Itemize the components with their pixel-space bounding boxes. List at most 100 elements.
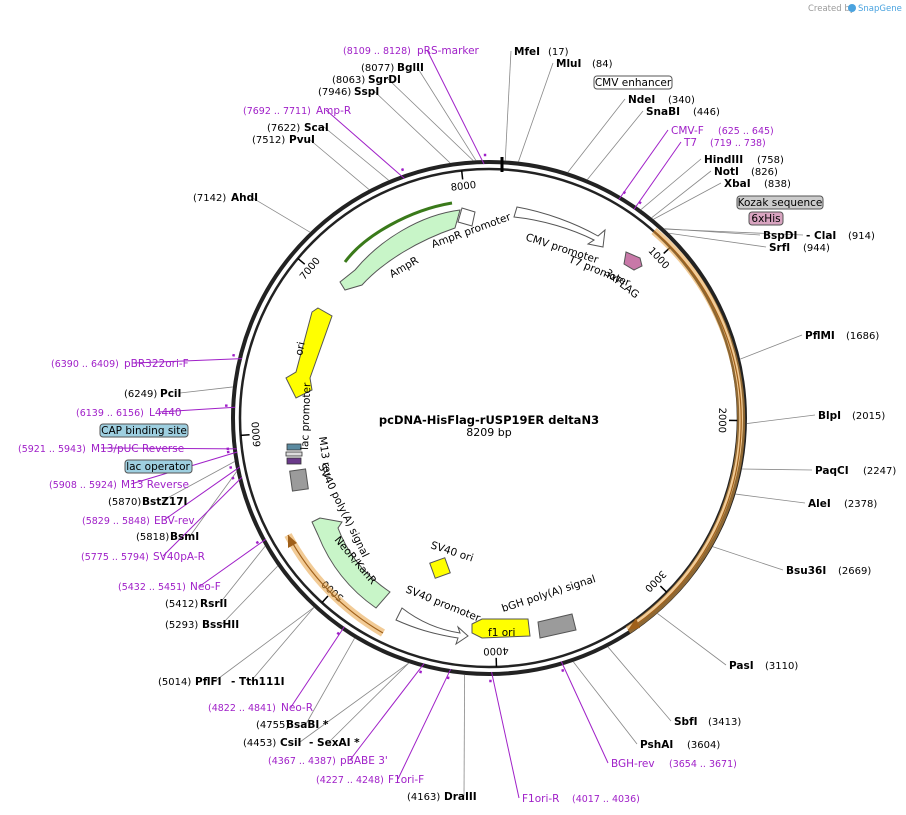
- enzyme-site-label: AhdI: [231, 192, 258, 204]
- enzyme-site-position: (7512): [252, 135, 285, 146]
- enzyme-site-label: BsaBI *: [286, 719, 329, 731]
- primer-position: (7692 .. 7711): [243, 106, 311, 117]
- enzyme-site-label: BlpI: [818, 410, 841, 422]
- label-layer: MfeI(17)MluI(84)NdeI(340)SnaBI(446)HindI…: [18, 45, 896, 805]
- flag-feature: [623, 251, 643, 271]
- primer-position: (4367 .. 4387): [268, 756, 336, 767]
- enzyme-site-label: SbfI: [674, 716, 698, 728]
- primer-mark: [622, 190, 627, 195]
- snapgene-brand: SnapGene: [858, 4, 902, 14]
- tick-label: 7000: [298, 256, 323, 283]
- enzyme-site-label: HindIII: [704, 154, 743, 166]
- enzyme-site-label: PflMI: [805, 330, 835, 342]
- primer-position: (5432 .. 5451): [118, 582, 186, 593]
- enzyme-site-position: (84): [592, 59, 613, 70]
- enzyme-site-position: (5818): [136, 532, 169, 543]
- enzyme-site-label: AleI: [808, 498, 831, 510]
- primer-label: T7: [683, 137, 697, 149]
- enzyme-site-position: (1686): [846, 331, 879, 342]
- enzyme-site-position: (8063): [332, 75, 365, 86]
- ampr-feature: [339, 201, 461, 291]
- enzyme-site-label: DraIII: [444, 791, 477, 803]
- primer-mark: [232, 353, 236, 357]
- primer-label: pBABE 3': [340, 755, 388, 767]
- primer-label: Neo-F: [190, 581, 221, 593]
- enzyme-site-position: (3604): [687, 740, 720, 751]
- enzyme-site-label: RsrII: [200, 598, 227, 610]
- tick-mark: [240, 434, 250, 437]
- enzyme-site-position: (6249): [124, 389, 157, 400]
- primer-position: (625 .. 645): [718, 126, 774, 137]
- enzyme-site-label: PflFI: [195, 676, 222, 688]
- plasmid-length: 8209 bp: [466, 426, 511, 439]
- enzyme-site-label: - ClaI: [806, 230, 836, 242]
- enzyme-site-position: (2669): [838, 566, 871, 577]
- enzyme-site-label: Bsu36I: [786, 565, 826, 577]
- enzyme-site-position: (7142): [193, 193, 226, 204]
- sv40-promoter-feature: [395, 607, 469, 646]
- svg-text:Kozak sequence: Kozak sequence: [738, 197, 823, 209]
- primer-mark: [231, 476, 235, 480]
- primer-position: (4822 .. 4841): [208, 703, 276, 714]
- tick-mark: [460, 170, 464, 180]
- primer-mark: [400, 168, 405, 172]
- enzyme-site-position: (5014): [158, 677, 191, 688]
- f1-ori-label: f1 ori: [488, 627, 515, 639]
- enzyme-site-label: NdeI: [628, 94, 655, 106]
- enzyme-site-label: MluI: [556, 58, 581, 70]
- primer-position: (719 .. 738): [710, 138, 766, 149]
- svg-text:CAP binding site: CAP binding site: [101, 425, 187, 437]
- feature-box-kozak: Kozak sequence: [736, 195, 824, 210]
- primer-mark: [336, 631, 340, 636]
- enzyme-site-position: (7622): [267, 123, 300, 134]
- primer-label: EBV-rev: [154, 515, 195, 527]
- primer-position: (6390 .. 6409): [51, 359, 119, 370]
- cmv-promoter-feature: [513, 206, 606, 248]
- m13-rev-label: M13 rev: [316, 436, 334, 480]
- feature-box-6xhis: 6xHis: [748, 211, 784, 226]
- enzyme-site-label: PshAI: [640, 739, 673, 751]
- enzyme-site-label: BssHII: [202, 619, 239, 631]
- enzyme-site-label: ScaI: [304, 122, 329, 134]
- enzyme-site-label: PasI: [729, 660, 754, 672]
- enzyme-site-label: - SexAI *: [309, 737, 360, 749]
- primer-position: (4227 .. 4248): [316, 775, 384, 786]
- bgh-label: bGH poly(A) signal: [500, 573, 597, 615]
- primer-position: (8109 .. 8128): [343, 46, 411, 57]
- enzyme-site-label: BglII: [397, 62, 424, 74]
- enzyme-site-position: (2015): [852, 411, 885, 422]
- primer-label: BGH-rev: [611, 758, 655, 770]
- enzyme-site-position: (5412): [165, 599, 198, 610]
- enzyme-site-label: PciI: [160, 388, 181, 400]
- lac-promoter-label: lac promoter: [299, 382, 313, 450]
- feature-box-lac-operator: lac operator: [124, 459, 193, 474]
- primer-position: (5908 .. 5924): [49, 480, 117, 491]
- flag-label: 3xFLAG: [602, 267, 641, 301]
- tick-label: 8000: [450, 180, 477, 194]
- primer-position: (6139 .. 6156): [76, 408, 144, 419]
- cds-arc: [284, 227, 746, 637]
- created-by-text: Created by: [808, 4, 855, 14]
- primer-label: L4440: [149, 407, 182, 419]
- enzyme-site-position: (446): [693, 107, 720, 118]
- enzyme-site-position: (2247): [863, 466, 896, 477]
- enzyme-site-label: SrfI: [769, 242, 790, 254]
- enzyme-site-position: (758): [757, 155, 784, 166]
- primer-mark: [255, 540, 260, 545]
- feature-box-cap-binding: CAP binding site: [99, 423, 189, 438]
- primer-mark: [561, 668, 565, 672]
- primer-position: (4017 .. 4036): [572, 794, 640, 805]
- enzyme-site-position: (3413): [708, 717, 741, 728]
- leader-lines: [100, 49, 816, 799]
- svg-text:CMV enhancer: CMV enhancer: [595, 77, 672, 89]
- tick-label: 4000: [483, 645, 509, 657]
- enzyme-site-label: BspDI: [763, 230, 797, 242]
- primer-mark: [638, 200, 642, 205]
- neor-feature: [311, 517, 391, 609]
- primer-label: M13/pUC Reverse: [91, 443, 184, 455]
- primer-label: F1ori-R: [522, 793, 559, 805]
- primer-position: (5829 .. 5848): [82, 516, 150, 527]
- primer-label: Amp-R: [316, 105, 351, 117]
- enzyme-site-label: SnaBI: [646, 106, 680, 118]
